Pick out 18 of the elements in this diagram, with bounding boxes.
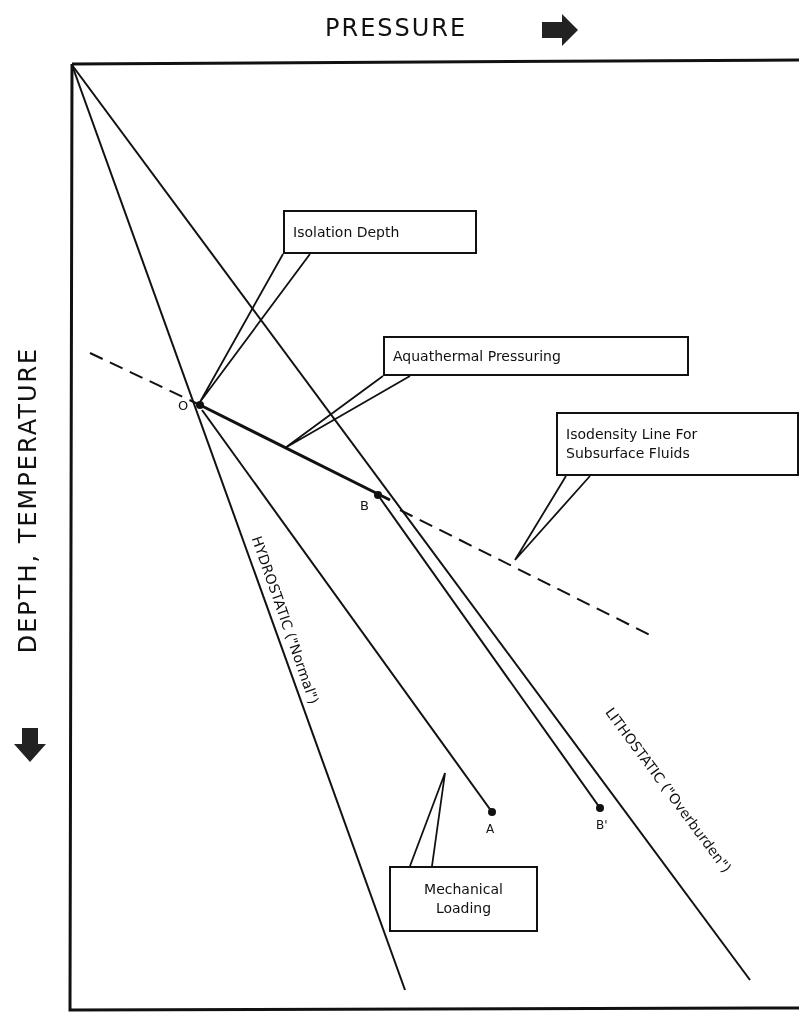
callout-label: Isodensity Line For Subsurface Fluids [566,425,699,463]
point-label: A [486,822,495,836]
callout-label: Aquathermal Pressuring [393,346,561,366]
callout-box [389,866,538,932]
axis-label: PRESSURE [325,14,468,42]
point-label: B [360,498,369,513]
callout-box [283,210,477,254]
leader-line [514,475,591,561]
callout-label: Isolation Depth [293,222,400,242]
leader-line [199,253,311,403]
leader-line [284,375,411,449]
callout-label: Mechanical Loading [423,880,504,918]
callout-box [383,336,689,376]
callout-box [556,412,799,476]
point-label: O [178,398,189,413]
point-label: B' [596,818,608,832]
leader-line [409,772,446,867]
axis-label: DEPTH, TEMPERATURE [13,346,42,654]
